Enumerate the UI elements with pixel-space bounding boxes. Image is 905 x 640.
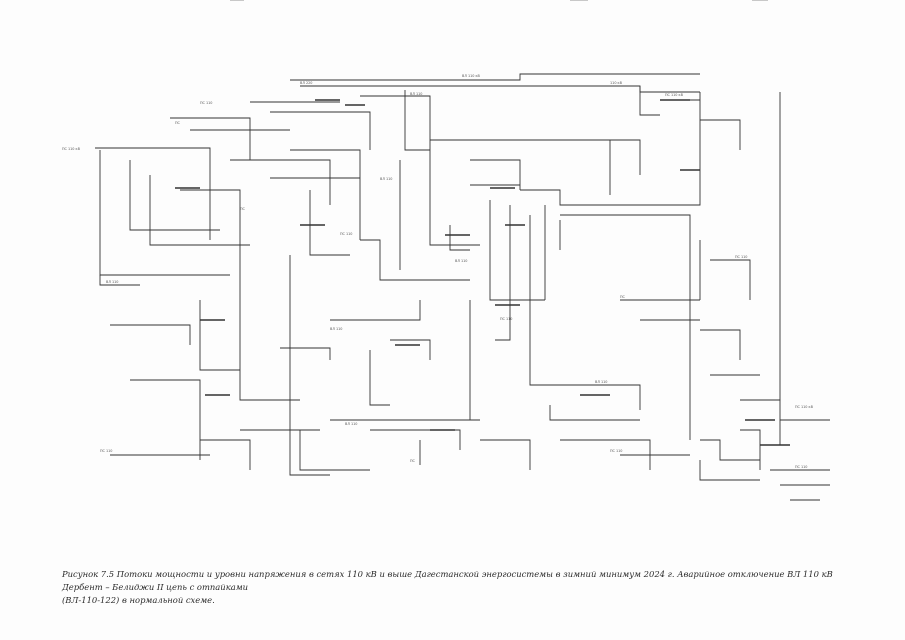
node-label: ВЛ 110	[330, 327, 342, 331]
scan-edge-mark	[752, 0, 768, 1]
busbars	[175, 99, 790, 446]
node-label: ПС	[410, 459, 416, 463]
node-label: ПС 110	[610, 449, 622, 453]
node-label: ВЛ 110	[106, 280, 118, 284]
node-labels: ВЛ 110 кВ ВЛ 110 ВЛ 220 110 кВ ПС 110 кВ…	[62, 74, 814, 469]
node-label: ПС 110	[340, 232, 352, 236]
figure-caption: Рисунок 7.5 Потоки мощности и уровни нап…	[62, 568, 862, 607]
node-label: ПС 110	[735, 255, 747, 259]
caption-line-2: (ВЛ-110-122) в нормальной схеме.	[62, 595, 215, 605]
node-label: ПС 110 кВ	[665, 93, 684, 97]
node-label: ВЛ 220	[300, 81, 312, 85]
node-label: ВЛ 110	[595, 380, 607, 384]
scan-edge-mark	[570, 0, 588, 1]
node-label: ВЛ 110	[455, 259, 467, 263]
node-label: ПС 110	[100, 449, 112, 453]
node-label: ПС 110	[200, 101, 212, 105]
node-label: ПС	[175, 121, 181, 125]
node-label: ВЛ 110	[345, 422, 357, 426]
scan-edge-mark	[230, 0, 244, 1]
transmission-lines	[95, 73, 830, 501]
node-label: ПС	[620, 295, 626, 299]
node-label: ПС 110	[795, 465, 807, 469]
caption-line-1: Рисунок 7.5 Потоки мощности и уровни нап…	[62, 569, 833, 592]
node-label: ВЛ 110	[380, 177, 392, 181]
node-label: ВЛ 110 кВ	[462, 74, 481, 78]
power-grid-schematic: ВЛ 110 кВ ВЛ 110 ВЛ 220 110 кВ ПС 110 кВ…	[62, 73, 830, 501]
node-label: ПС 110 кВ	[795, 405, 814, 409]
node-label: ПС 110 кВ	[62, 147, 81, 151]
node-label: ПС	[240, 207, 246, 211]
node-label: 110 кВ	[610, 81, 623, 85]
node-label: ПС 110	[500, 317, 512, 321]
node-label: ВЛ 110	[410, 92, 422, 96]
